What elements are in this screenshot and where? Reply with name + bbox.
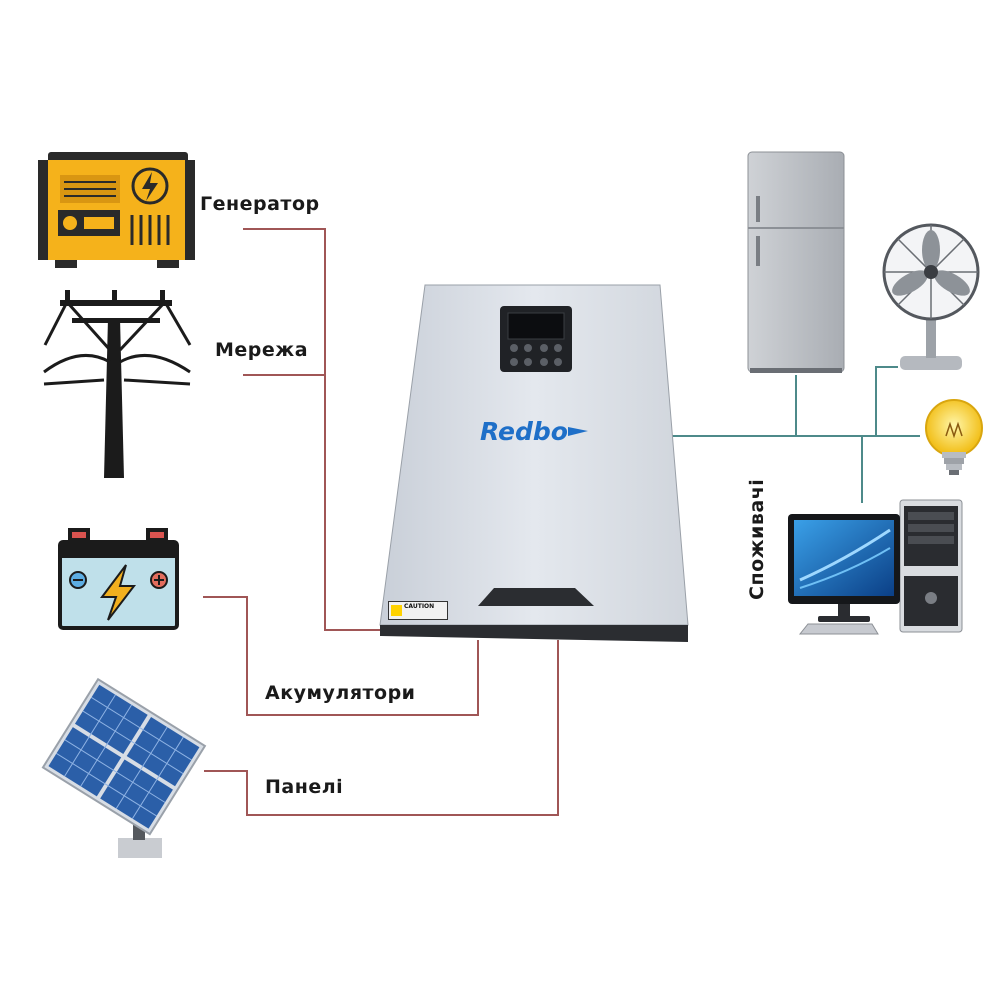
label-panels: Панелі	[265, 776, 344, 798]
output-wiring	[670, 366, 920, 503]
label-consumers: Споживачі	[746, 478, 768, 600]
inverter-brand-logo: Redbo	[480, 417, 568, 446]
refrigerator-icon	[747, 151, 845, 373]
label-battery: Акумулятори	[265, 682, 416, 704]
battery-icon	[58, 528, 179, 630]
power-pole-icon	[43, 290, 192, 478]
warning-sticker: CAUTION	[388, 601, 448, 620]
warning-label: CAUTION	[404, 603, 435, 610]
input-wiring	[203, 228, 559, 816]
inverter-icon	[379, 284, 689, 642]
generator-icon	[38, 152, 195, 268]
warning-icon	[391, 605, 402, 616]
light-bulb-icon	[925, 399, 983, 475]
solar-panel-icon	[41, 677, 207, 858]
computer-icon	[788, 499, 963, 635]
label-grid: Мережа	[215, 339, 309, 361]
label-generator: Генератор	[200, 193, 320, 215]
fan-icon	[882, 223, 980, 370]
